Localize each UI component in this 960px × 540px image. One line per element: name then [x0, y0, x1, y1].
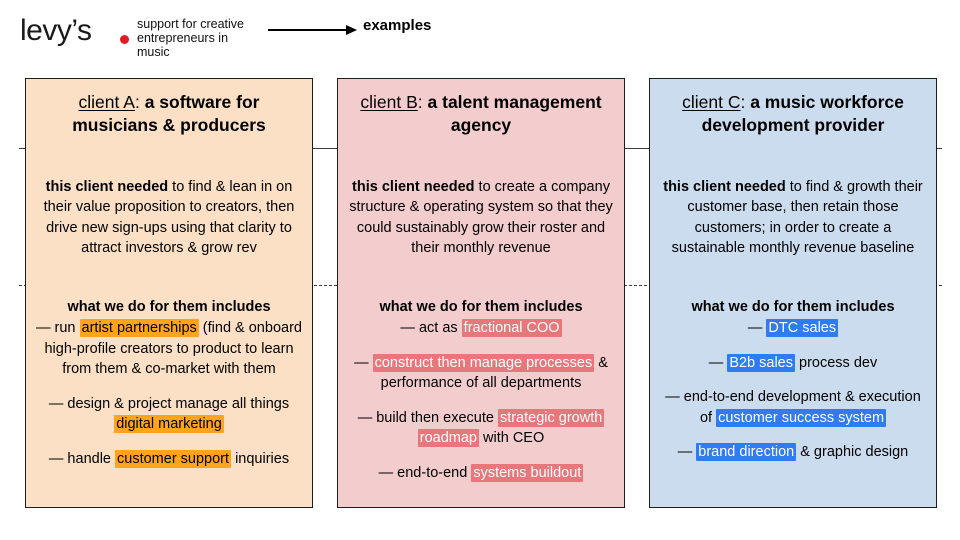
client-c-need-cell: this client needed to find & growth thei…	[650, 149, 936, 286]
service-highlight: systems buildout	[471, 463, 584, 482]
client-b-need-rest: to create a company structure & operatin…	[349, 178, 613, 257]
client-column-b: client B: a talent management agency thi…	[337, 78, 625, 508]
service-highlight: B2b sales	[727, 353, 795, 372]
client-c-title: client C: a music workforce development …	[660, 91, 926, 137]
client-c-need-lead: this client needed	[663, 178, 786, 195]
service-text-before: — end-to-end development & execution of	[665, 389, 921, 426]
client-a-label: client A	[78, 92, 135, 112]
service-item: — DTC sales	[660, 318, 926, 339]
service-item: — B2b sales process dev	[660, 353, 926, 374]
service-text-before: — handle	[48, 450, 116, 467]
service-highlight: digital marketing	[114, 415, 224, 433]
service-text-before: — run	[36, 320, 80, 336]
client-a-need-cell: this client needed to find & lean in on …	[26, 149, 312, 286]
client-a-services-cell: what we do for them includes — run artis…	[26, 286, 312, 509]
client-b-label: client B	[360, 92, 418, 112]
service-highlight: customer support	[115, 449, 232, 468]
service-item: — end-to-end systems buildout	[348, 463, 614, 484]
service-text-after: (find & onboard high-profile creators to…	[44, 320, 302, 377]
client-column-a: client A: a software for musicians & pro…	[25, 78, 313, 508]
client-a-title-rest: a software for musicians & producers	[72, 92, 266, 135]
client-b-need-cell: this client needed to create a company s…	[338, 149, 624, 286]
service-text-before: — end-to-end	[378, 464, 472, 481]
service-highlight: construct then manage processes	[372, 353, 595, 372]
service-text-after: with CEO	[478, 430, 545, 446]
brand-logo: levy’s	[20, 14, 92, 47]
service-item: — run artist partnerships (find & onboar…	[36, 318, 302, 380]
brand-tagline: support for creative entrepreneurs in mu…	[137, 17, 244, 59]
service-highlight: brand direction	[696, 443, 797, 461]
service-highlight: customer success system	[716, 408, 887, 427]
arrow-right-icon	[268, 24, 360, 36]
service-item: — build then execute strategic growth ro…	[348, 408, 614, 449]
client-c-services-heading: what we do for them includes	[691, 299, 895, 315]
service-item: — construct then manage processes & perf…	[348, 353, 614, 394]
client-a-title-cell: client A: a software for musicians & pro…	[26, 79, 312, 149]
service-text-after: & performance of all departments	[380, 354, 608, 392]
service-text-before: —	[677, 444, 697, 460]
service-text-before: —	[354, 354, 373, 371]
service-highlight: fractional COO	[461, 319, 562, 337]
brand-dot-icon	[120, 35, 129, 44]
client-b-services-cell: what we do for them includes — act as fr…	[338, 286, 624, 509]
service-item: — brand direction & graphic design	[660, 442, 926, 463]
client-c-label: client C	[682, 92, 741, 112]
service-text-before: —	[747, 320, 767, 336]
client-c-need-rest: to find & growth their customer base, th…	[671, 178, 923, 257]
service-text-before: — build then execute	[357, 409, 498, 426]
client-a-need-lead: this client needed	[45, 178, 169, 195]
client-c-colon: :	[740, 92, 746, 112]
service-text-after: inquiries	[231, 450, 290, 467]
page-header: levy’s support for creative entrepreneur…	[0, 0, 960, 62]
client-b-need: this client needed to create a company s…	[348, 177, 614, 259]
service-item: — act as fractional COO	[348, 318, 614, 339]
client-column-c: client C: a music workforce development …	[649, 78, 937, 508]
client-b-title: client B: a talent management agency	[348, 91, 614, 137]
client-c-need: this client needed to find & growth thei…	[660, 177, 926, 259]
service-item: — end-to-end development & execution of …	[660, 387, 926, 428]
service-item: — design & project manage all things dig…	[36, 394, 302, 435]
client-b-title-rest: a talent management agency	[422, 92, 602, 135]
client-c-title-cell: client C: a music workforce development …	[650, 79, 936, 149]
client-c-services-cell: what we do for them includes — DTC sales…	[650, 286, 936, 509]
client-b-need-lead: this client needed	[352, 178, 475, 195]
service-highlight: DTC sales	[766, 319, 839, 337]
examples-heading: examples	[363, 17, 432, 34]
client-c-title-rest: a music workforce development provider	[701, 92, 904, 135]
client-a-colon: :	[134, 92, 140, 112]
client-a-need: this client needed to find & lean in on …	[36, 177, 302, 259]
client-a-title: client A: a software for musicians & pro…	[36, 91, 302, 137]
client-b-colon: :	[417, 92, 423, 112]
service-text-after: & graphic design	[796, 444, 909, 460]
service-highlight: artist partnerships	[79, 319, 199, 337]
client-b-title-cell: client B: a talent management agency	[338, 79, 624, 149]
service-text-before: — design & project manage all things	[48, 395, 290, 412]
client-a-need-rest: to find & lean in on their value proposi…	[43, 178, 295, 257]
service-text-before: —	[708, 354, 728, 371]
service-text-before: — act as	[400, 320, 462, 336]
service-item: — handle customer support inquiries	[36, 449, 302, 470]
client-b-services-heading: what we do for them includes	[379, 299, 583, 315]
client-a-services-heading: what we do for them includes	[67, 299, 271, 315]
service-text-after: process dev	[795, 354, 878, 371]
